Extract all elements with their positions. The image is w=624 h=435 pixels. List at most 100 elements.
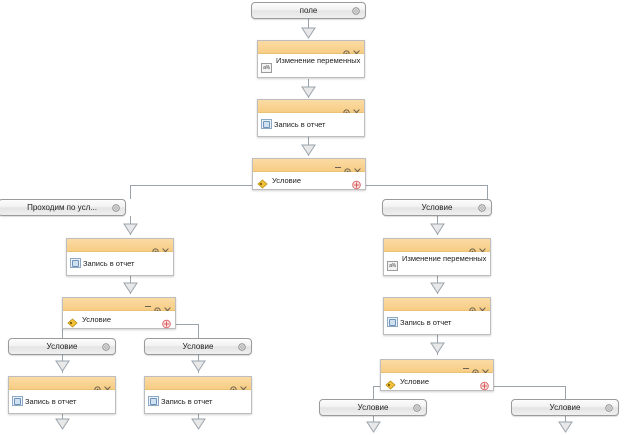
- minimize-icon[interactable]: [463, 363, 469, 370]
- node-l1-write-report[interactable]: Запись в отчет: [66, 238, 174, 276]
- gear-icon[interactable]: [230, 380, 237, 393]
- close-icon[interactable]: [354, 162, 361, 175]
- gear-icon[interactable]: [605, 403, 613, 412]
- close-icon[interactable]: [353, 103, 360, 116]
- node-right-branch-condition[interactable]: Условие: [382, 199, 492, 216]
- arrowhead-l4b-down: [191, 418, 206, 430]
- condition-icon: [385, 377, 396, 390]
- node-l3b-label: Условие: [182, 341, 214, 351]
- node-l2-body: Условие: [63, 311, 175, 328]
- node-r2-header: [384, 298, 490, 314]
- minimize-icon[interactable]: [145, 301, 151, 308]
- gear-icon[interactable]: [238, 342, 246, 351]
- node-n2-header: [258, 100, 364, 116]
- node-l4a-write-report[interactable]: Запись в отчет: [8, 376, 116, 414]
- gear-icon[interactable]: [469, 301, 476, 314]
- plus-icon[interactable]: [352, 176, 361, 189]
- node-l4b-write-report[interactable]: Запись в отчет: [144, 376, 252, 414]
- node-n2-body: Запись в отчет: [258, 113, 364, 136]
- node-r3-header: [381, 360, 493, 376]
- node-r4b-condition[interactable]: Условие: [511, 399, 619, 416]
- node-r1-header: [384, 239, 490, 255]
- connector-r3-left-drop: [373, 386, 374, 399]
- gear-icon[interactable]: [469, 242, 476, 255]
- node-l4b-label: Запись в отчет: [161, 397, 213, 406]
- connector-l4a-down: [62, 411, 63, 423]
- close-icon[interactable]: [240, 380, 247, 393]
- gear-icon[interactable]: [352, 6, 360, 15]
- node-r1-change-variables[interactable]: a% Изменение переменных: [383, 238, 491, 276]
- close-icon[interactable]: [162, 242, 169, 255]
- node-r2-label: Запись в отчет: [400, 318, 452, 327]
- node-left-branch-pass[interactable]: Проходим по усл...: [0, 199, 126, 216]
- node-n2-write-report[interactable]: Запись в отчет: [257, 99, 365, 137]
- node-n1-change-variables[interactable]: a% Изменение переменных: [257, 40, 365, 78]
- node-l2-condition[interactable]: Условие: [62, 297, 176, 329]
- node-r3-body: Условие: [381, 373, 493, 390]
- report-icon: [261, 119, 272, 129]
- node-l4a-header: [9, 377, 115, 393]
- report-icon: [12, 396, 23, 406]
- arrowhead-l1-l2: [123, 282, 138, 294]
- arrowhead-r4a-down: [366, 421, 381, 433]
- condition-icon: [257, 176, 268, 189]
- connector-l4b-down: [198, 411, 199, 423]
- node-l3b-condition[interactable]: Условие: [144, 338, 252, 355]
- arrowhead-l4a-down: [55, 418, 70, 430]
- node-l4a-body: Запись в отчет: [9, 390, 115, 413]
- arrowhead-r2-r3: [430, 342, 445, 354]
- close-icon[interactable]: [104, 380, 111, 393]
- node-n2-label: Запись в отчет: [274, 120, 326, 129]
- close-icon[interactable]: [482, 363, 489, 376]
- arrowhead-n1-n2: [301, 86, 316, 98]
- plus-icon[interactable]: [162, 315, 171, 328]
- node-n3-body: Условие: [253, 172, 365, 189]
- gear-icon[interactable]: [94, 380, 101, 393]
- close-icon[interactable]: [479, 301, 486, 314]
- gear-icon[interactable]: [343, 44, 350, 57]
- minimize-icon[interactable]: [335, 162, 341, 169]
- connector-branch-left-drop: [130, 185, 131, 199]
- gear-icon[interactable]: [112, 203, 120, 212]
- node-l4b-body: Запись в отчет: [145, 390, 251, 413]
- node-right-branch-label: Условие: [421, 202, 453, 212]
- node-root-field[interactable]: поле: [251, 2, 366, 19]
- gear-icon[interactable]: [478, 203, 486, 212]
- gear-icon[interactable]: [472, 363, 479, 376]
- node-n3-condition[interactable]: Условие: [252, 158, 366, 190]
- close-icon[interactable]: [479, 242, 486, 255]
- gear-icon[interactable]: [343, 103, 350, 116]
- connector-l2-right-drop: [198, 324, 199, 338]
- arrowhead-rightbranch-r1: [430, 223, 445, 235]
- close-icon[interactable]: [353, 44, 360, 57]
- node-r2-body: Запись в отчет: [384, 311, 490, 334]
- close-icon[interactable]: [164, 301, 171, 314]
- node-left-branch-label: Проходим по усл...: [27, 202, 97, 212]
- gear-icon[interactable]: [152, 242, 159, 255]
- arrowhead-root-n1: [301, 27, 316, 39]
- node-r4b-label: Условие: [549, 402, 581, 412]
- node-r2-write-report[interactable]: Запись в отчет: [383, 297, 491, 335]
- node-l3a-label: Условие: [46, 341, 78, 351]
- connector-branch-right-drop: [487, 185, 488, 199]
- gear-icon[interactable]: [102, 342, 110, 351]
- report-icon: [70, 258, 81, 268]
- node-r3-condition[interactable]: Условие: [380, 359, 494, 391]
- arrowhead-l3a-l4a: [55, 360, 70, 372]
- node-n1-body: a% Изменение переменных: [258, 54, 364, 77]
- node-l3a-condition[interactable]: Условие: [8, 338, 116, 355]
- variable-icon: a%: [387, 261, 398, 271]
- condition-icon: [67, 315, 78, 328]
- node-n3-label: Условие: [272, 176, 301, 185]
- node-n3-header: [253, 159, 365, 175]
- arrowhead-leftbranch-l1: [123, 223, 138, 235]
- report-icon: [387, 317, 398, 327]
- gear-icon[interactable]: [413, 403, 421, 412]
- node-r4a-condition[interactable]: Условие: [319, 399, 427, 416]
- plus-icon[interactable]: [480, 377, 489, 390]
- node-l1-label: Запись в отчет: [83, 259, 135, 268]
- gear-icon[interactable]: [154, 301, 161, 314]
- arrowhead-n2-n3: [301, 144, 316, 156]
- gear-icon[interactable]: [344, 162, 351, 175]
